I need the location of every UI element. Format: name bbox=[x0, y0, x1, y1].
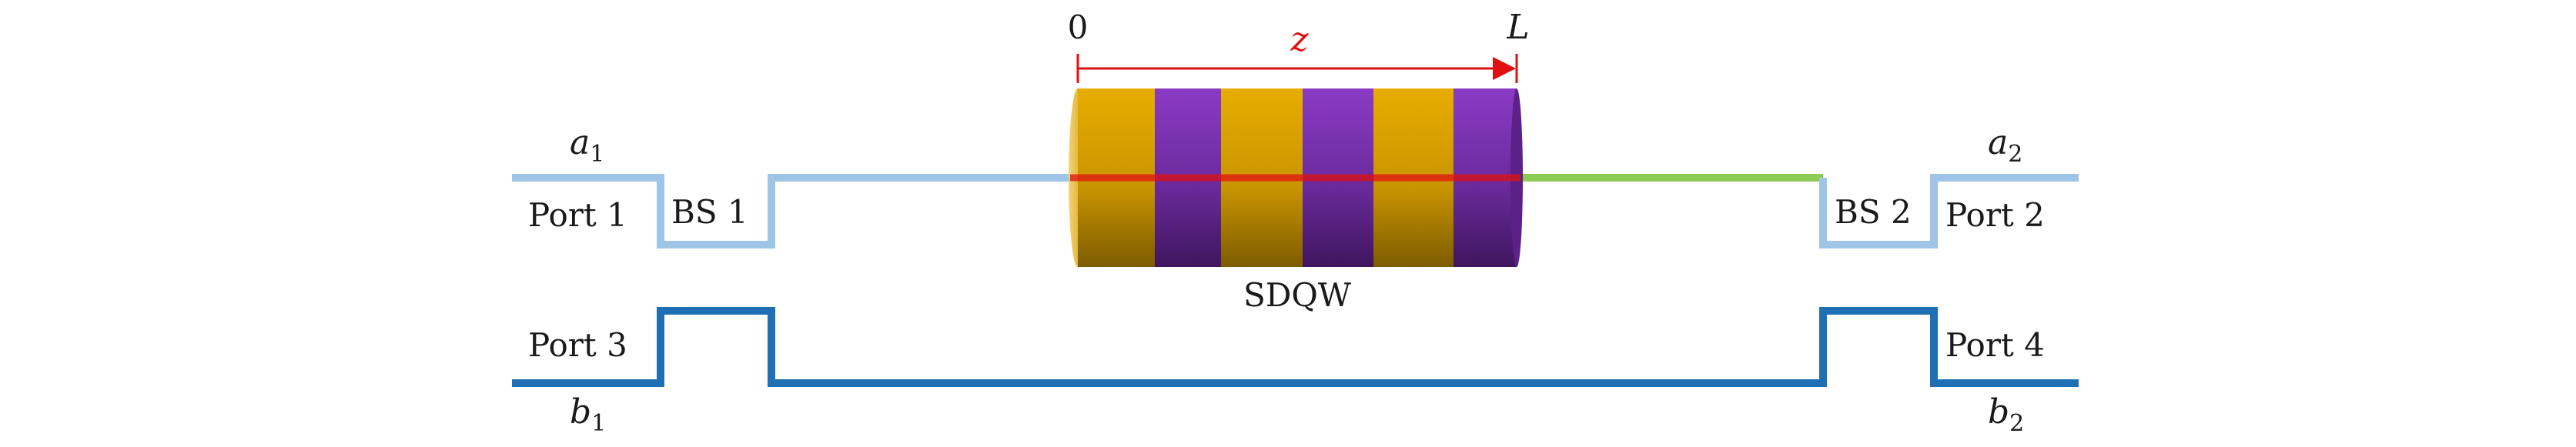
port3-label: Port 3 bbox=[528, 326, 627, 364]
a1-label: a1 bbox=[570, 123, 604, 168]
upper-arm-right bbox=[1819, 174, 2079, 249]
sdqw-label: SDQW bbox=[1243, 276, 1352, 314]
z-end-label: L bbox=[1506, 8, 1529, 47]
bs1-label: BS 1 bbox=[671, 193, 748, 231]
a2-label: a2 bbox=[1988, 123, 2022, 168]
z-start-label: 0 bbox=[1068, 8, 1089, 46]
upper-arm-left bbox=[512, 174, 1078, 249]
port4-label: Port 4 bbox=[1945, 326, 2045, 364]
bs2-label: BS 2 bbox=[1835, 193, 1912, 231]
port2-label: Port 2 bbox=[1945, 196, 2045, 234]
lower-arm bbox=[512, 307, 2079, 387]
port1-label: Port 1 bbox=[528, 196, 627, 234]
z-variable-label: z bbox=[1290, 20, 1309, 59]
b1-label: b1 bbox=[570, 392, 606, 437]
b2-label: b2 bbox=[1988, 392, 2024, 437]
